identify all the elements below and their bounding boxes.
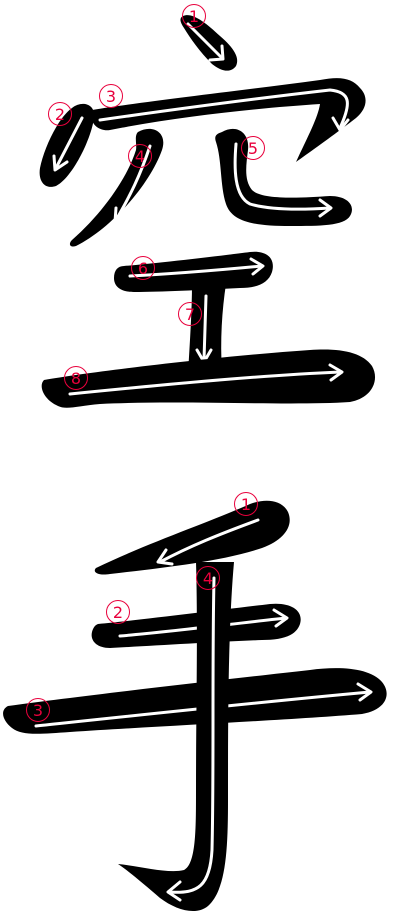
kanji-kuu-diagram: 1 2 3 4 5 6 7 8: [0, 0, 403, 430]
kuu-stroke-number-5: 5: [240, 135, 266, 161]
kuu-stroke-number-7: 7: [177, 301, 203, 327]
te-stroke-2: [91, 603, 301, 648]
te-guide-4: [168, 576, 216, 894]
kuu-stroke-number-2: 2: [47, 101, 73, 127]
kuu-arrow-1: [208, 44, 225, 62]
kanji-te-svg: [3, 500, 387, 912]
te-arrow-2: [272, 608, 289, 628]
te-arrow-4: [166, 880, 182, 902]
kuu-guide-2: [54, 116, 84, 170]
te-arrow-1: [156, 548, 174, 566]
te-stroke-1: [94, 500, 290, 575]
kuu-stroke-8: [41, 349, 376, 408]
te-stroke-number-4: 4: [195, 565, 221, 591]
kuu-stroke-number-3: 3: [98, 83, 124, 109]
kuu-stroke-number-8: 8: [63, 365, 89, 391]
kuu-guide-8: [68, 370, 342, 396]
kuu-arrow-5: [318, 198, 333, 218]
kuu-guide-7: [202, 294, 208, 362]
kuu-guide-1: [186, 22, 224, 60]
kuu-stroke-5: [215, 128, 352, 226]
te-stroke-4: [118, 562, 234, 912]
kuu-guide-3: [98, 88, 349, 130]
kuu-arrow-3: [331, 116, 350, 132]
kuu-arrow-2: [52, 154, 69, 172]
kanji-kuu-svg: [39, 15, 376, 408]
kuu-arrow-6: [249, 257, 265, 276]
te-stroke-3: [3, 668, 387, 734]
te-stroke-number-2: 2: [105, 599, 131, 625]
kuu-guide-5: [233, 142, 332, 211]
kuu-stroke-number-4: 4: [127, 143, 153, 169]
kuu-stroke-number-6: 6: [130, 255, 156, 281]
kanji-te-diagram: 1 2 3 4: [0, 470, 403, 921]
kuu-stroke-3: [91, 78, 366, 162]
te-guide-1: [158, 518, 260, 564]
te-arrow-3: [356, 682, 373, 702]
kuu-arrow-4: [113, 206, 130, 224]
kuu-stroke-number-1: 1: [181, 3, 207, 29]
kuu-arrow-8: [328, 363, 344, 382]
te-stroke-number-3: 3: [25, 697, 51, 723]
te-stroke-number-1: 1: [233, 491, 259, 517]
